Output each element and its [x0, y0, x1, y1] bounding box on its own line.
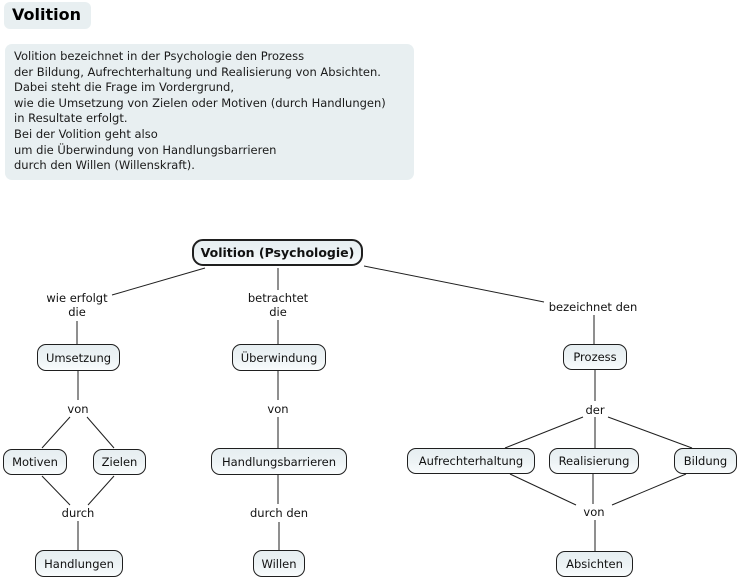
edge-line	[111, 267, 206, 296]
linking-phrase-wie-erfolgt-die[interactable]: wie erfolgt die	[46, 291, 108, 319]
linking-phrase-von-left[interactable]: von	[67, 402, 89, 416]
concept-node-prozess[interactable]: Prozess	[563, 344, 627, 370]
description-line: der Bildung, Aufrechterhaltung und Reali…	[14, 64, 381, 79]
description-line: Volition bezeichnet in der Psychologie d…	[14, 49, 305, 63]
linking-phrase-betrachtet-die[interactable]: betrachtet die	[247, 291, 309, 319]
linking-phrase-der[interactable]: der	[585, 403, 605, 417]
edge-line	[611, 473, 687, 506]
linking-phrase-von-mid[interactable]: von	[267, 402, 289, 416]
concept-node-ueberwindung[interactable]: Überwindung	[232, 344, 326, 371]
concept-node-aufrechterhaltung[interactable]: Aufrechterhaltung	[407, 448, 535, 474]
concept-node-bildung[interactable]: Bildung	[674, 448, 737, 474]
linking-phrase-von-right[interactable]: von	[583, 505, 605, 519]
linking-phrase-durch-den[interactable]: durch den	[250, 506, 308, 520]
linking-phrase-durch[interactable]: durch	[61, 506, 95, 520]
concept-node-handlungsbarrieren[interactable]: Handlungsbarrieren	[211, 448, 347, 475]
edge-line	[41, 416, 71, 449]
concept-node-absichten[interactable]: Absichten	[556, 551, 633, 577]
edge-line	[87, 475, 115, 506]
description-line: wie die Umsetzung von Zielen oder Motive…	[14, 95, 386, 110]
page-title: Volition	[4, 2, 91, 29]
concept-node-handlungen[interactable]: Handlungen	[35, 550, 123, 577]
description-line: Bei der Volition geht also	[14, 126, 158, 141]
linking-phrase-bezeichnet-den[interactable]: bezeichnet den	[548, 300, 638, 314]
edge-line	[86, 416, 115, 449]
edge-line	[363, 265, 545, 303]
concept-node-umsetzung[interactable]: Umsetzung	[37, 344, 120, 371]
edge-line	[607, 416, 693, 449]
description-line: durch den Willen (Willenskraft).	[14, 158, 195, 173]
description-panel: Volition bezeichnet in der Psychologie d…	[5, 44, 414, 180]
concept-node-realisierung[interactable]: Realisierung	[549, 448, 639, 474]
concept-node-willen[interactable]: Willen	[253, 550, 305, 577]
concept-node-zielen[interactable]: Zielen	[93, 449, 146, 475]
edge-line	[509, 473, 577, 506]
description-line: in Resultate erfolgt.	[14, 111, 128, 126]
description-line: Dabei steht die Frage im Vordergrund,	[14, 80, 235, 95]
concept-node-motiven[interactable]: Motiven	[3, 449, 67, 475]
concept-node-volition-psychologie[interactable]: Volition (Psychologie)	[192, 239, 363, 266]
edge-line	[41, 475, 71, 506]
edge-line	[504, 416, 584, 449]
description-line: um die Überwindung von Handlungsbarriere…	[14, 142, 277, 157]
